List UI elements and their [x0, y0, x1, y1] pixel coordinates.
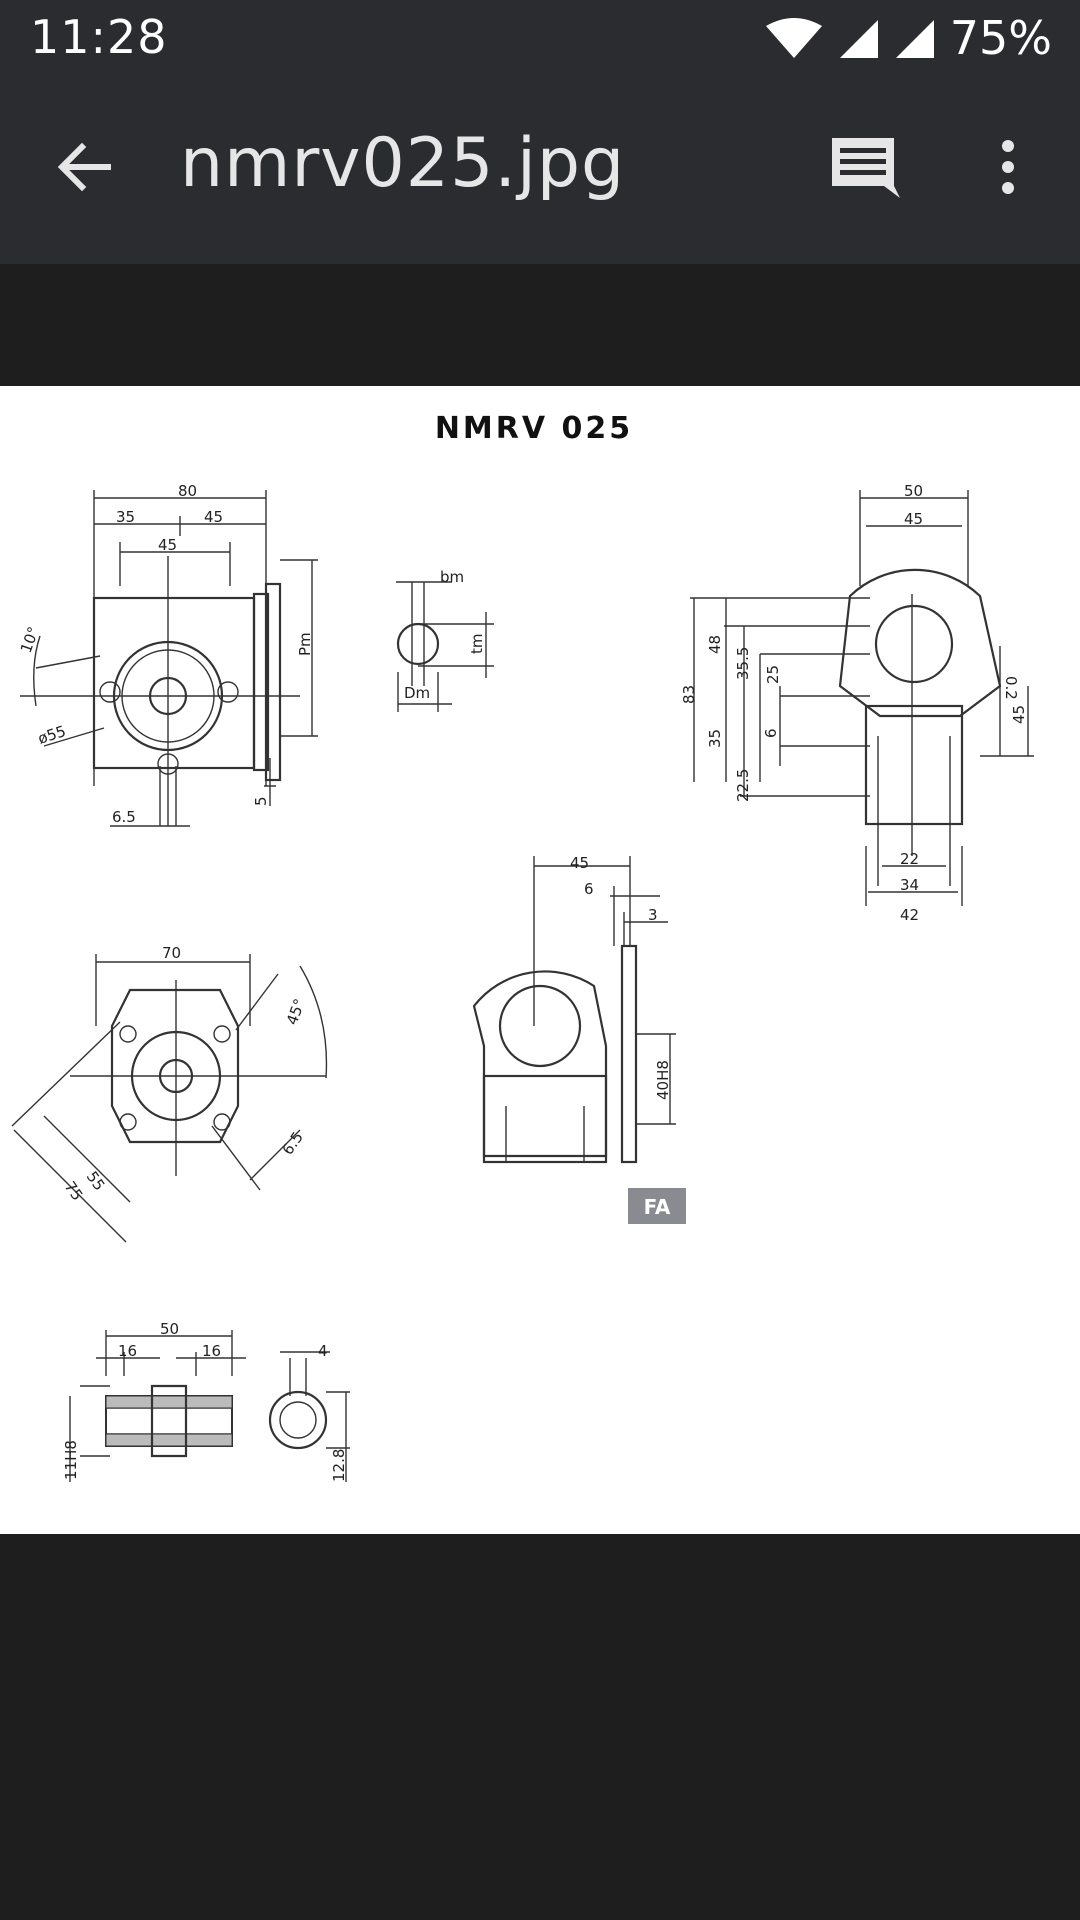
dim-label: 80	[178, 482, 197, 500]
dim-label: 45°	[283, 996, 309, 1027]
status-icons: 75%	[764, 8, 1052, 68]
dim-label: 83	[680, 685, 698, 704]
drawing-title: NMRV 025	[435, 411, 633, 446]
dim-label: 45	[570, 854, 589, 872]
app-bar: nmrv025.jpg	[0, 76, 1080, 264]
dim-label: 45	[904, 510, 923, 528]
dim-label: 0.2	[1002, 676, 1020, 700]
dim-label: 45	[158, 536, 177, 554]
dim-label: 35.5	[734, 647, 752, 680]
wifi-icon	[765, 18, 822, 58]
image-view[interactable]: NMRV 025 80 35 45 45 Pm 10°	[0, 386, 1080, 1534]
dim-label: Pm	[296, 632, 314, 656]
dim-label: 12.8	[330, 1449, 348, 1482]
key-detail: bm tm Dm	[396, 568, 494, 712]
dim-label: Dm	[404, 684, 430, 702]
dim-label: 11H8	[62, 1440, 80, 1480]
dim-label: 6.5	[279, 1128, 307, 1158]
dim-label: bm	[440, 568, 464, 586]
dim-label: 35	[706, 729, 724, 748]
dim-label: 22	[900, 850, 919, 868]
dim-label: 6	[762, 728, 780, 738]
dim-label: tm	[468, 634, 486, 655]
dim-label: 40H8	[654, 1060, 672, 1100]
dim-label: 70	[162, 944, 181, 962]
dim-label: 50	[904, 482, 923, 500]
dim-label: 10°	[17, 624, 43, 655]
shaft-section: 50 16 16 11H8 4 12.8	[62, 1320, 350, 1482]
viewer-top-padding	[0, 264, 1080, 386]
fa-badge-label: FA	[644, 1195, 671, 1219]
back-button[interactable]	[50, 132, 120, 202]
dim-label: 35	[116, 508, 135, 526]
front-view: 80 35 45 45 Pm 10° ø55 6.5 5	[17, 482, 318, 827]
dim-label: 5	[252, 796, 270, 806]
side-view: 50 45 83 48 35.5 25 35 6 22.5 0.2 45 22 …	[680, 482, 1034, 924]
dim-label: 48	[706, 635, 724, 654]
comment-button[interactable]	[828, 134, 904, 204]
signal-icon	[895, 20, 934, 58]
dim-label: 50	[160, 1320, 179, 1338]
comment-icon	[832, 138, 900, 198]
more-options-button[interactable]	[986, 134, 1030, 204]
dim-label: 34	[900, 876, 919, 894]
dim-label: 4	[318, 1342, 328, 1360]
more-vert-icon	[1002, 140, 1014, 194]
dim-label: 25	[764, 665, 782, 684]
flange-view: 70 45° 55 75 6.5	[11, 944, 328, 1243]
signal-icon	[839, 20, 878, 58]
file-title: nmrv025.jpg	[180, 124, 626, 203]
dim-label: 42	[900, 906, 919, 924]
dim-label: 16	[202, 1342, 221, 1360]
fa-badge	[628, 1188, 686, 1224]
status-time: 11:28	[30, 10, 168, 64]
dim-label: 45	[1010, 705, 1028, 724]
dim-label: 22.5	[734, 769, 752, 802]
dim-label: 16	[118, 1342, 137, 1360]
dim-label: 75	[61, 1178, 87, 1204]
back-arrow-icon	[57, 142, 111, 192]
fa-view: FA 45 6 3 40H8	[472, 854, 686, 1224]
dim-label: ø55	[36, 722, 68, 748]
dim-label: 45	[204, 508, 223, 526]
technical-drawing: NMRV 025 80 35 45 45 Pm 10°	[11, 411, 1034, 1482]
dim-label: 55	[83, 1168, 109, 1194]
dim-label: 6	[584, 880, 594, 898]
status-bar: 11:28 75%	[0, 0, 1080, 76]
battery-level: 75%	[949, 11, 1052, 65]
dim-label: 3	[648, 906, 658, 924]
viewer-bottom-padding	[0, 1534, 1080, 1920]
dim-label: 6.5	[112, 808, 136, 826]
